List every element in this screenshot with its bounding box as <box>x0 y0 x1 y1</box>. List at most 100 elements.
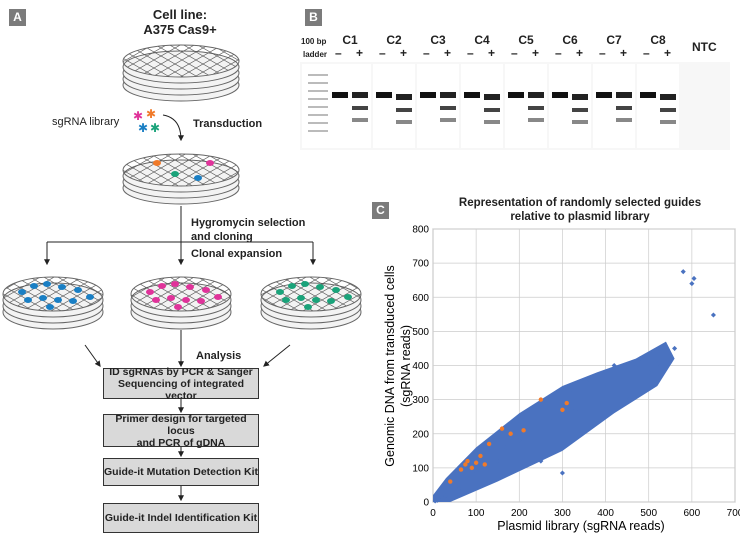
y-axis-label-1: Genomic DNA from transduced cells <box>383 265 397 466</box>
y-tick-label: 600 <box>412 293 429 304</box>
band-plus-c3-0 <box>440 92 456 98</box>
y-tick-label: 100 <box>412 463 429 474</box>
step-box-mutation-detection: Guide-it Mutation Detection Kit <box>103 458 259 486</box>
lane-plus-c4: + <box>488 46 496 60</box>
band-plus-c7-1 <box>616 106 632 110</box>
band-plus-c6-0 <box>572 94 588 100</box>
point-orange <box>482 462 487 467</box>
dish-stack-transduced <box>122 153 240 205</box>
band-plus-c7-0 <box>616 92 632 98</box>
x-tick-label: 100 <box>468 508 485 519</box>
band-plus-c2-2 <box>396 120 412 124</box>
panel-c-tag: C <box>372 202 389 219</box>
point-blue <box>495 458 501 464</box>
dish-stack-blue <box>2 276 104 330</box>
y-axis-label-2: (sgRNA reads) <box>399 325 413 407</box>
point-blue <box>516 438 522 444</box>
point-orange <box>521 428 526 433</box>
point-orange <box>508 431 513 436</box>
clone-label-c1: C1 <box>342 33 358 47</box>
point-orange <box>473 460 479 465</box>
point-blue <box>439 494 445 500</box>
point-orange <box>448 479 453 484</box>
point-blue <box>672 345 678 351</box>
band-plus-c1-1 <box>352 106 368 110</box>
step-box-primer-design: Primer design for targeted locus and PCR… <box>103 412 259 449</box>
x-tick-label: 600 <box>684 508 701 519</box>
chart-title-2: relative to plasmid library <box>510 211 650 223</box>
clone-label-c6: C6 <box>562 33 578 47</box>
band-plus-c2-0 <box>396 94 412 100</box>
band-plus-c5-2 <box>528 118 544 122</box>
point-orange <box>478 453 483 459</box>
lane-plus-c2: + <box>400 46 408 60</box>
cell-line-title: Cell line: <box>152 7 208 22</box>
panel-a-tag: A <box>9 9 26 26</box>
band-plus-c8-0 <box>660 94 676 100</box>
band-plus-c5-1 <box>528 106 544 110</box>
band-plus-c4-2 <box>484 120 500 124</box>
lane-minus-c4: – <box>467 46 474 60</box>
y-tick-label: 500 <box>412 327 429 338</box>
point-orange <box>560 407 565 413</box>
lane-plus-c7: + <box>620 46 628 60</box>
lane-plus-c6: + <box>576 46 584 60</box>
step-2-line-1: Primer design for targeted locus <box>115 412 247 437</box>
x-tick-label: 700 <box>727 508 740 519</box>
ntc-label: NTC <box>692 40 717 54</box>
y-tick-label: 200 <box>412 429 429 440</box>
lane-minus-c5: – <box>511 46 518 60</box>
y-tick-label: 300 <box>412 395 429 406</box>
point-blue <box>456 485 462 491</box>
step-2-line-2: and PCR of gDNA <box>136 436 226 449</box>
hygromycin-label-1: Hygromycin selection <box>191 217 306 229</box>
lane-minus-c6: – <box>555 46 562 60</box>
dish-stack-green <box>260 276 362 330</box>
point-orange <box>486 441 492 447</box>
lane-plus-c5: + <box>532 46 540 60</box>
chart-title-1: Representation of randomly selected guid… <box>458 197 702 209</box>
lane-minus-c3: – <box>423 46 430 60</box>
x-tick-label: 200 <box>511 508 528 519</box>
y-tick-label: 0 <box>423 498 429 509</box>
point-orange <box>564 400 569 406</box>
data-points <box>432 269 716 504</box>
y-tick-label: 700 <box>412 259 429 270</box>
y-tick-label: 400 <box>412 361 429 372</box>
star-green: ✱ <box>150 121 160 135</box>
point-blue <box>443 492 449 498</box>
band-plus-c7-2 <box>616 118 632 122</box>
step-box-indel-identification: Guide-it Indel Identification Kit <box>103 503 259 533</box>
gel-image <box>300 62 730 150</box>
star-blue: ✱ <box>138 121 148 135</box>
lane-plus-c3: + <box>444 46 452 60</box>
clone-label-c8: C8 <box>650 33 666 47</box>
panel-a-diagram: ✱ ✱ ✱ ✱ <box>2 44 362 502</box>
hygromycin-label-2: and cloning <box>191 231 253 243</box>
step-box-id-sgrnas: ID sgRNAs by PCR & Sanger Sequencing of … <box>103 366 259 402</box>
star-orange: ✱ <box>146 107 156 121</box>
band-plus-c6-2 <box>572 120 588 124</box>
clone-label-c4: C4 <box>474 33 490 47</box>
point-orange <box>499 426 505 431</box>
point-blue <box>432 498 438 504</box>
band-minus-c6 <box>552 92 568 98</box>
band-minus-c2 <box>376 92 392 98</box>
band-minus-c4 <box>464 92 480 98</box>
band-plus-c8-1 <box>660 108 676 112</box>
clone-label-c3: C3 <box>430 33 446 47</box>
point-cloud <box>433 341 675 502</box>
band-plus-c5-0 <box>528 92 544 98</box>
transduction-label: Transduction <box>193 118 263 130</box>
clonal-expansion-label: Clonal expansion <box>191 248 283 260</box>
band-plus-c1-2 <box>352 118 368 122</box>
analysis-label: Analysis <box>196 350 242 362</box>
ladder-label-1: 100 bp <box>301 37 327 46</box>
band-minus-c1 <box>332 92 348 98</box>
point-blue <box>473 468 479 474</box>
point-orange <box>538 397 544 402</box>
clone-label-c2: C2 <box>386 33 402 47</box>
clone-label-c5: C5 <box>518 33 534 47</box>
